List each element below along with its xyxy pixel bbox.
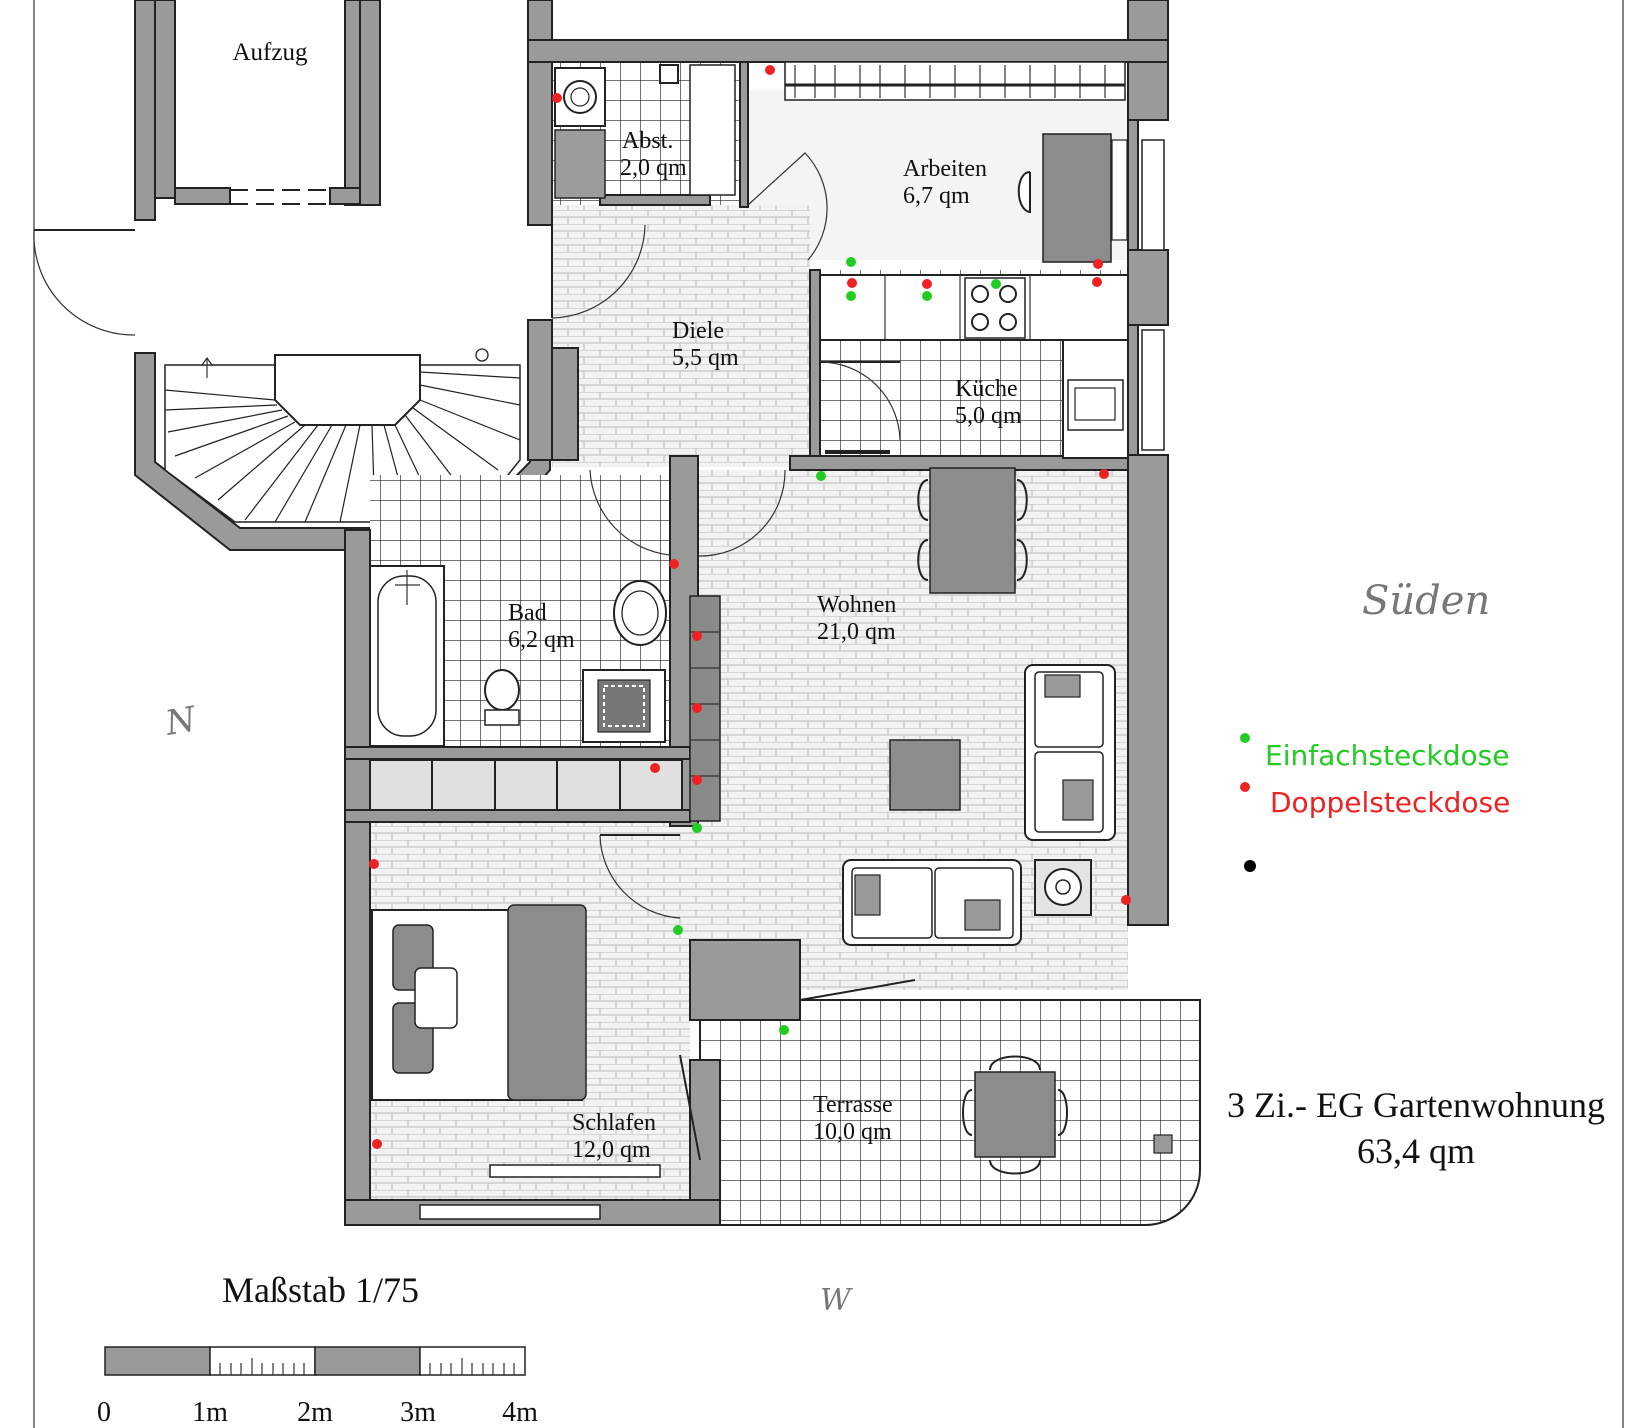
- double-outlet-marker: [1093, 259, 1103, 269]
- orientation-west: W: [820, 1283, 853, 1318]
- room-label-abst: Abst.: [622, 128, 673, 154]
- legend-marker-single: [1240, 733, 1250, 743]
- single-outlet-marker: [991, 279, 1001, 289]
- apartment-walls: [344, 0, 1169, 1226]
- room-label-wohnen: Wohnen: [817, 592, 896, 618]
- terrasse-floor: [699, 999, 1201, 1226]
- double-outlet-marker: [692, 631, 702, 641]
- legend-label-double: Doppelsteckdose: [1270, 786, 1510, 819]
- legend: Einfachsteckdose Doppelsteckdose: [1240, 733, 1510, 872]
- bathroom-fixtures: [369, 565, 721, 822]
- room-label-bad: Bad: [508, 600, 547, 626]
- wardrobe: [369, 759, 683, 811]
- single-outlet-marker: [846, 291, 856, 301]
- terrace-table: [962, 1055, 1173, 1175]
- scale-tick-3: 3m: [400, 1397, 436, 1428]
- double-outlet-marker: [1092, 277, 1102, 287]
- double-outlet-marker: [692, 703, 702, 713]
- double-outlet-marker: [372, 1139, 382, 1149]
- room-label-diele: Diele: [672, 318, 724, 344]
- outlet-markers: [369, 65, 1131, 1149]
- scale-tick-2: 2m: [297, 1397, 333, 1428]
- double-outlet-marker: [1099, 469, 1109, 479]
- double-outlet-marker: [847, 278, 857, 288]
- double-outlet-marker: [765, 65, 775, 75]
- room-area-wohnen: 21,0 qm: [817, 619, 896, 645]
- single-outlet-marker: [692, 823, 702, 833]
- floor-lamp: [1034, 859, 1092, 916]
- room-label-aufzug: Aufzug: [233, 39, 308, 66]
- room-label-schlafen: Schlafen: [572, 1110, 656, 1136]
- orientation-south: Süden: [1362, 578, 1490, 624]
- double-outlet-marker: [369, 859, 379, 869]
- double-outlet-marker: [1121, 895, 1131, 905]
- room-area-abst: 2,0 qm: [620, 155, 687, 181]
- scale-tick-1: 1m: [192, 1397, 228, 1428]
- coffee-table: [889, 739, 961, 811]
- legend-marker-third: [1244, 860, 1256, 872]
- single-outlet-marker: [779, 1025, 789, 1035]
- room-area-terrasse: 10,0 qm: [813, 1119, 892, 1145]
- single-outlet-marker: [922, 291, 932, 301]
- room-area-kueche: 5,0 qm: [955, 403, 1022, 429]
- dining-table: [917, 467, 1028, 594]
- orientation-north: N: [162, 699, 200, 744]
- room-label-arbeiten: Arbeiten: [903, 156, 987, 182]
- bed: [371, 904, 587, 1101]
- room-area-schlafen: 12,0 qm: [572, 1137, 651, 1163]
- scale-bar: [104, 1346, 526, 1376]
- scale-tick-0: 0: [97, 1397, 111, 1428]
- apartment-title: 3 Zi.- EG Gartenwohnung: [1227, 1085, 1605, 1125]
- double-outlet-marker: [650, 763, 660, 773]
- room-label-kueche: Küche: [955, 376, 1018, 402]
- scale-label: Maßstab 1/75: [222, 1270, 419, 1310]
- scale-tick-4: 4m: [502, 1397, 538, 1428]
- legend-label-single: Einfachsteckdose: [1265, 739, 1510, 772]
- single-outlet-marker: [673, 925, 683, 935]
- desk: [1017, 133, 1128, 263]
- room-area-diele: 5,5 qm: [672, 345, 739, 371]
- single-outlet-marker: [846, 257, 856, 267]
- double-outlet-marker: [922, 279, 932, 289]
- room-label-terrasse: Terrasse: [813, 1092, 893, 1118]
- double-outlet-marker: [669, 559, 679, 569]
- single-outlet-marker: [816, 471, 826, 481]
- window-frames-top: [784, 61, 1165, 451]
- room-area-bad: 6,2 qm: [508, 627, 575, 653]
- sofa-right: [1024, 664, 1116, 841]
- apartment-area: 63,4 qm: [1357, 1131, 1475, 1171]
- room-area-arbeiten: 6,7 qm: [903, 183, 970, 209]
- door-swings: [551, 152, 916, 1161]
- diele-floor: [552, 205, 810, 467]
- double-outlet-marker: [692, 775, 702, 785]
- legend-marker-double: [1240, 782, 1250, 792]
- double-outlet-marker: [552, 93, 562, 103]
- sofa-bottom: [842, 859, 1022, 946]
